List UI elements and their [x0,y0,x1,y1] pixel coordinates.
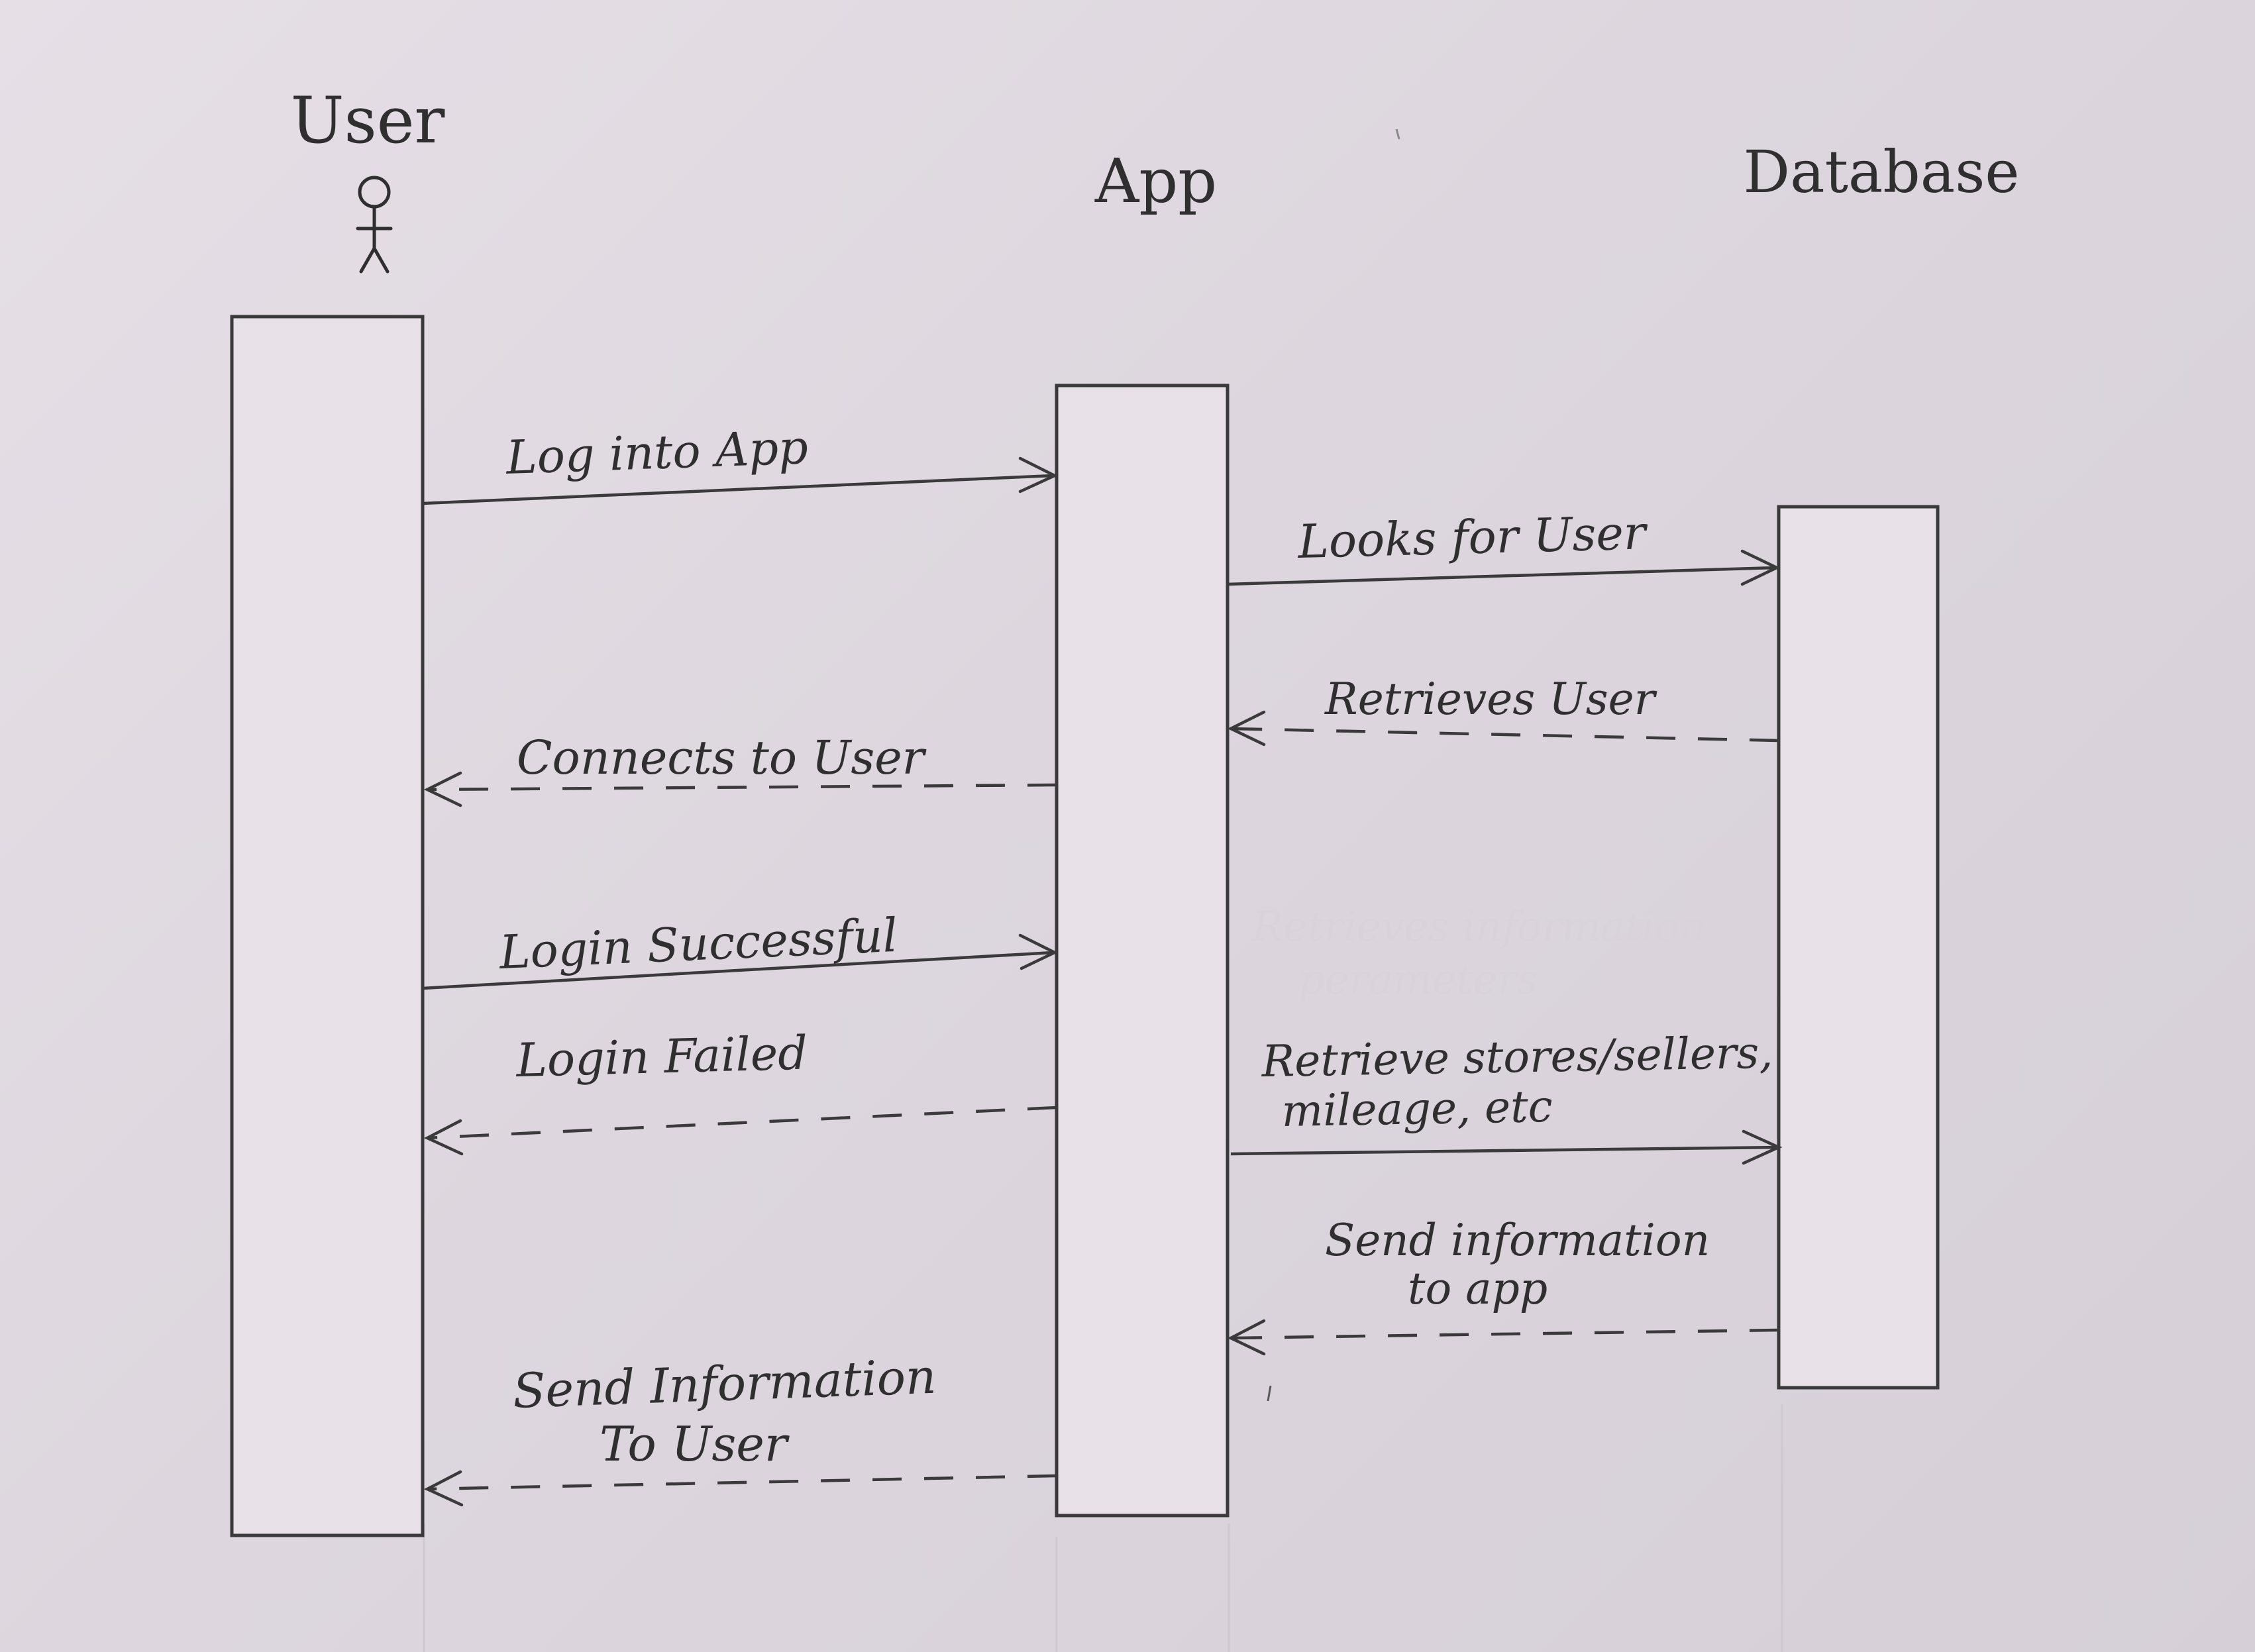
database-activation-box [1777,505,1940,1390]
connects-to-user-label: Connects to User [517,731,927,785]
login-failed-label: Login Failed [514,1026,808,1088]
message-login-failed: Login Failed [423,1026,1057,1156]
log-into-app-label: Log into App [504,420,809,485]
message-connects-to-user: Connects to User [423,731,1057,807]
app-activation-box [1055,384,1230,1518]
looks-for-user-label: Looks for User [1296,505,1648,569]
message-send-information-to-app: Send information to app [1227,1215,1779,1356]
user-activation-box [230,315,425,1537]
message-log-into-app: Log into App [422,420,1059,505]
database-title: Database [1744,138,2020,206]
retrieve-stores-label-line1: Retrieve stores/sellers, [1261,1027,1773,1087]
send-info-user-label-line1: Send Information [512,1349,937,1419]
retrieves-user-label: Retrieves User [1324,674,1657,725]
send-info-user-label-line2: To User [600,1416,790,1472]
pencil-mark [1267,1385,1272,1402]
send-info-app-label-line2: to app [1408,1263,1547,1314]
message-send-information-to-user: Send Information To User [423,1349,1057,1507]
login-successful-label: Login Successful [497,908,898,980]
message-login-successful: Login Successful [422,908,1059,990]
erased-text: Retrieves information [1251,902,1706,951]
app-title: App [1094,146,1217,217]
user-title: User [291,83,445,158]
pencil-mark [1395,129,1400,140]
send-info-app-label-line1: Send information [1325,1215,1710,1266]
erased-text: perameters [1298,955,1538,1004]
message-retrieves-user: Retrieves User [1227,674,1779,747]
message-looks-for-user: Looks for User [1227,505,1781,586]
retrieve-stores-label-line2: mileage, etc [1281,1081,1553,1137]
actor-stick-figure-icon [356,176,393,274]
message-retrieve-stores: Retrieve stores/sellers, mileage, etc [1230,1027,1783,1165]
